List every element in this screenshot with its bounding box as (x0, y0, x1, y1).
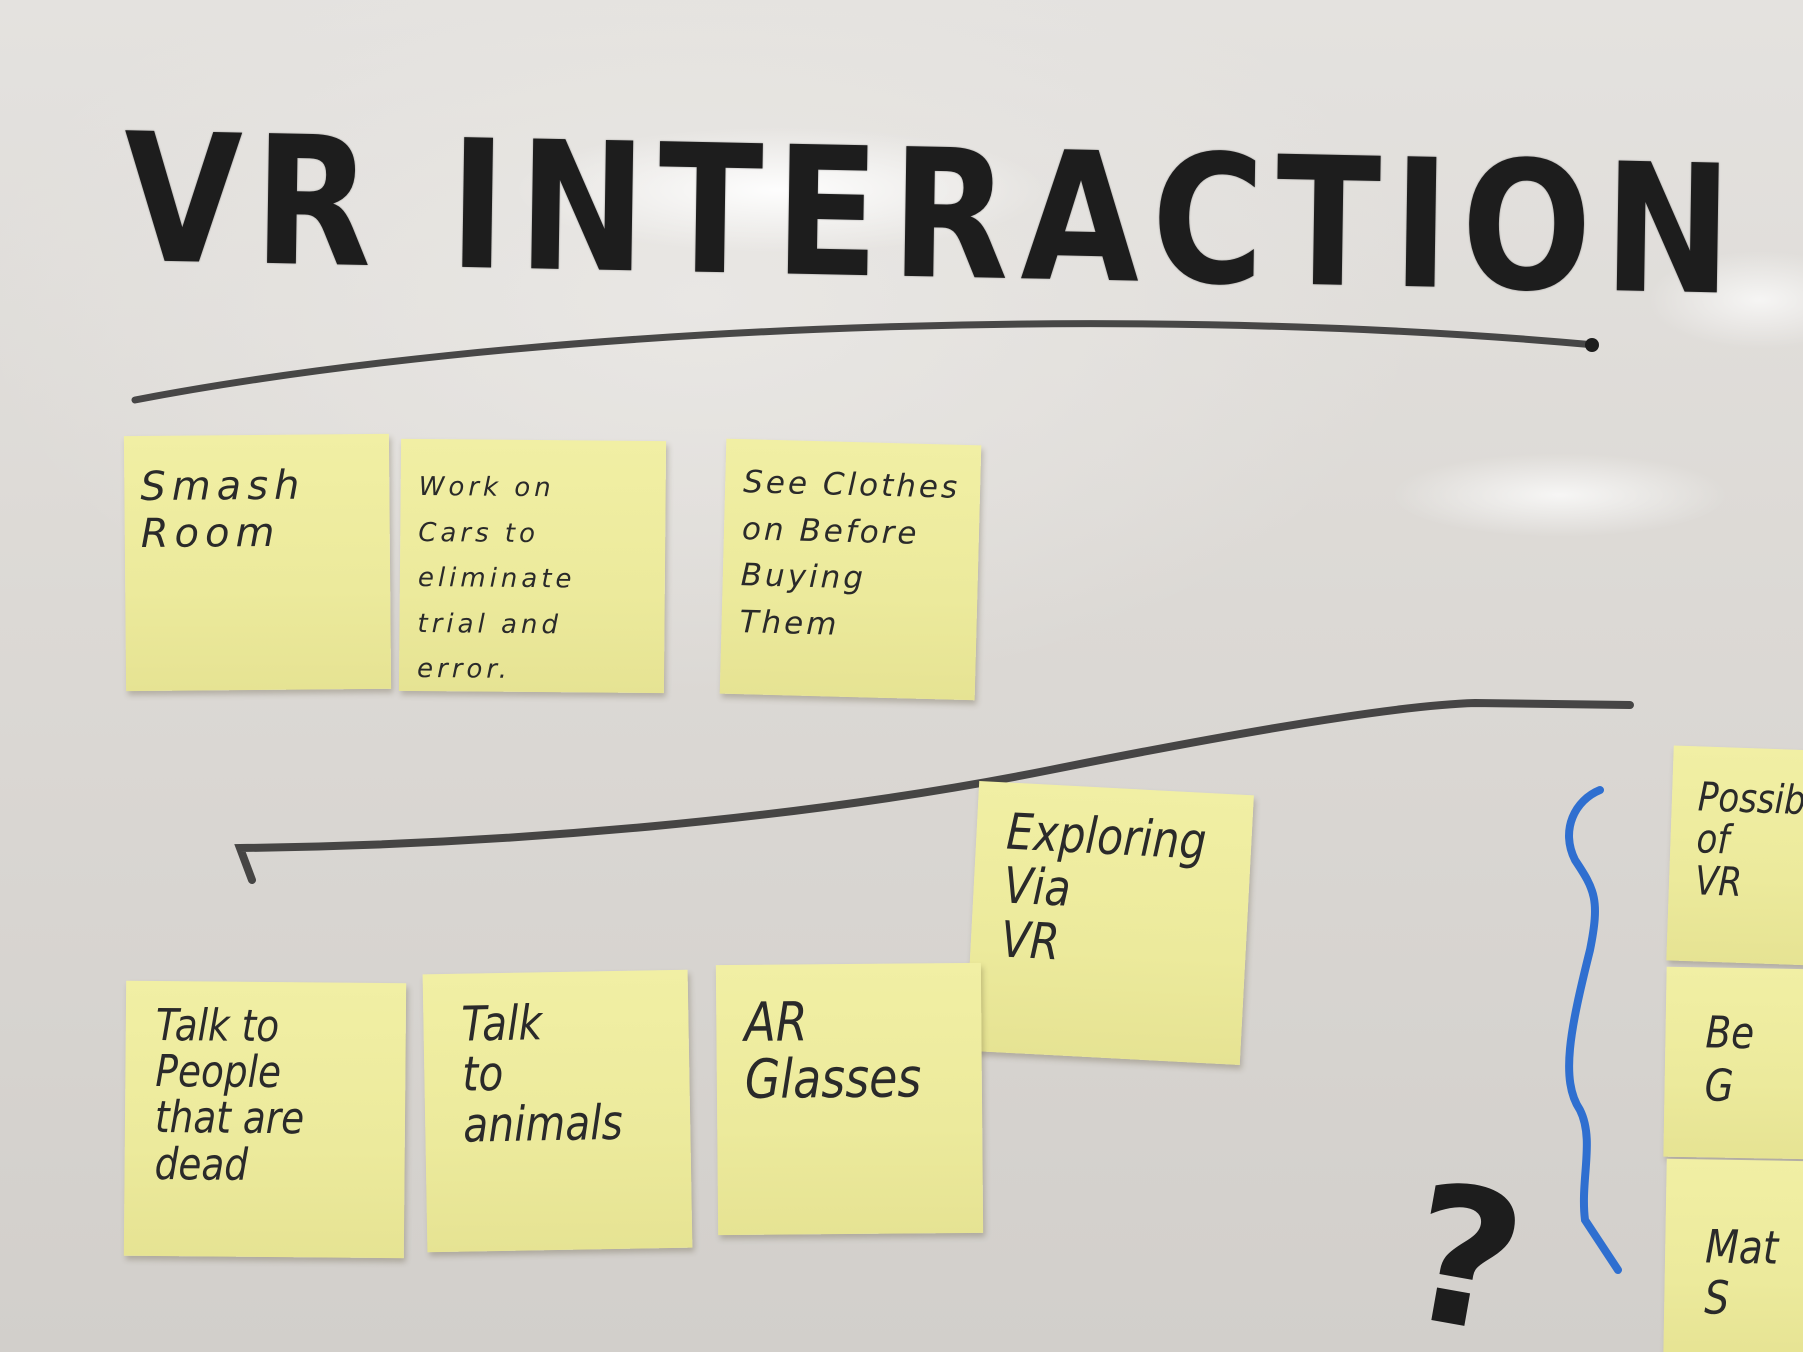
title-underline (131, 320, 1599, 404)
sticky-note-text: Be G (1704, 1007, 1755, 1112)
sticky-note-see-clothes: See Clothes on Before Buying Them (719, 438, 982, 701)
sticky-note-talk-to-animals: Talk to animals (422, 969, 693, 1253)
sticky-note-text: Exploring Via VR (999, 802, 1208, 972)
sticky-note-text: Smash Room (140, 462, 306, 558)
sticky-note-smash-room: Smash Room (123, 433, 392, 692)
sticky-note-text: AR Glasses (744, 990, 922, 1111)
sticky-note-ar-glasses: AR Glasses (715, 962, 984, 1236)
blue-brace (1565, 786, 1622, 1274)
sticky-note-text: Work on Cars to eliminate trial and erro… (416, 472, 576, 685)
sticky-note-exploring-via-vr: Exploring Via VR (965, 780, 1254, 1066)
sticky-note-text: Mat S (1703, 1219, 1779, 1325)
sticky-note-text: Talk to People that are dead (154, 1000, 305, 1191)
sticky-note-text: See Clothes on Before Buying Them (739, 464, 961, 643)
sticky-note-text: Talk to animals (460, 995, 624, 1154)
bracket-line (234, 698, 1634, 884)
sticky-note-possibilities-of-vr: Possibil of VR (1666, 745, 1803, 966)
sticky-note-be-g: Be G (1663, 966, 1803, 1160)
sticky-note-talk-to-people: Talk to People that are dead (123, 980, 407, 1259)
sticky-note-mat-s: Mat S (1663, 1158, 1803, 1352)
sticky-note-text: Possibil of VR (1694, 774, 1803, 906)
underline-end-dot (1585, 338, 1599, 352)
sticky-note-work-on-cars: Work on Cars to eliminate trial and erro… (398, 438, 667, 694)
